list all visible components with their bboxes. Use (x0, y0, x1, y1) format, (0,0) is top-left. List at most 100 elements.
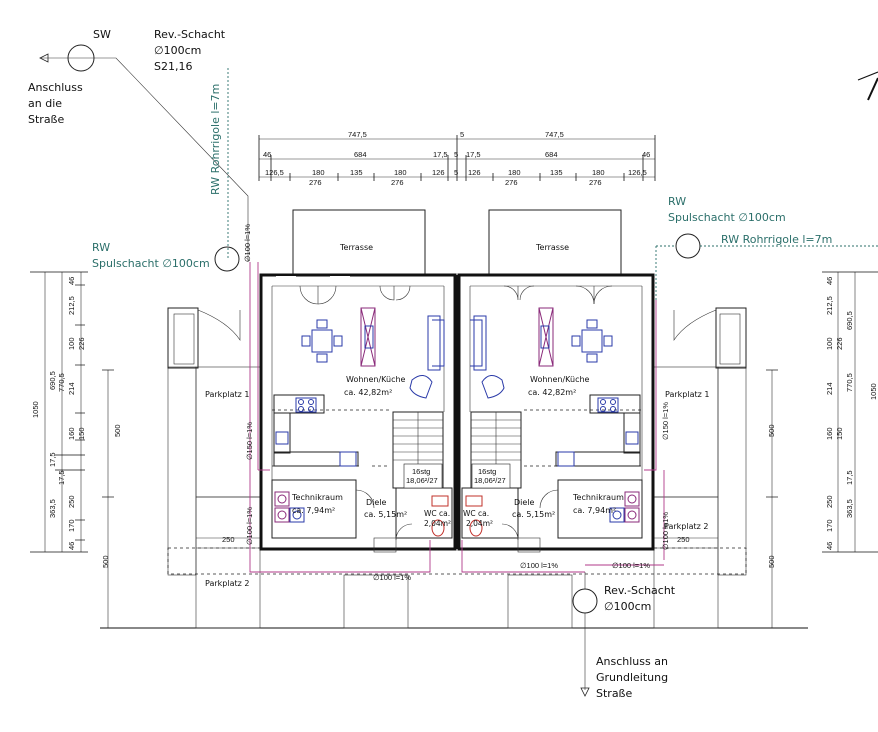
right-dimension-chains: 46 212,5 100 226 214 160 150 250 170 46 … (766, 271, 878, 628)
dim-row3-9: 135 (550, 168, 563, 177)
dim-row1-1: 747,5 (348, 130, 367, 139)
wc-label-right: WC ca. (463, 509, 489, 518)
rw-spulschacht-right-label: Spulschacht ∅100cm (668, 211, 786, 224)
anschluss-bottom-2: Grundleitung (596, 671, 668, 684)
sewer-connection-bottom: Rev.-Schacht ∅100cm Anschluss an Grundle… (572, 572, 676, 700)
dim-left-170: 170 (67, 519, 76, 532)
dim-row3b-3: 276 (505, 178, 518, 187)
dim-left-46a: 46 (67, 277, 76, 285)
rev-schacht-top-diameter: ∅100cm (154, 44, 201, 57)
anschluss-bottom-1: Anschluss an (596, 655, 668, 668)
dim-right-500a: 500 (767, 424, 776, 437)
dim-row2-3: 17,5 (433, 150, 448, 159)
dim-row3-7: 126 (468, 168, 481, 177)
dim-left-150: 150 (77, 427, 86, 440)
furniture-right (470, 307, 613, 399)
wc-area-left: 2,04m² (424, 519, 451, 528)
dim-left-46b: 46 (67, 542, 76, 550)
rw-rohrrigole-left-label: RW Rohrrigole l=7m (209, 84, 222, 195)
rainwater-right: RW Spulschacht ∅100cm RW Rohrrigole l=7m (655, 195, 878, 300)
rw-left-label: RW (92, 241, 110, 254)
dim-row3-6: 5 (454, 168, 458, 177)
dim-right-3635: 363,5 (845, 499, 854, 518)
dim-left-1050: 1050 (31, 401, 40, 418)
stairs-right: 16stg 18,06²/27 (470, 411, 522, 489)
dim-right-214: 214 (825, 382, 834, 395)
dim-left-7705: 770,5 (57, 373, 66, 392)
rev-schacht-bottom-diameter: ∅100cm (604, 600, 651, 613)
dim-left-100: 100 (67, 337, 76, 350)
technik-area-right: ca. 7,94m² (573, 506, 616, 515)
stairs-left: 16stg 18,06²/27 (392, 411, 444, 489)
dim-left-175: 17,5 (48, 452, 57, 467)
dim-row2-2: 684 (354, 150, 367, 159)
dim-row2-5: 17,5 (466, 150, 481, 159)
anschluss-label-3: Straße (28, 113, 64, 126)
parkplatz2-right: Parkplatz 2 (664, 522, 708, 531)
rw-rohrrigole-right-label: RW Rohrrigole l=7m (721, 233, 832, 246)
wohnen-label-left: Wohnen/Küche (346, 375, 406, 384)
stair-label-right: 16stg (478, 467, 496, 476)
wohnen-label-right: Wohnen/Küche (530, 375, 590, 384)
dim-right-7705: 770,5 (845, 373, 854, 392)
dim-left-175b: 17,5 (57, 470, 66, 485)
rainwater-left: RW Rohrrigole l=7m RW Spulschacht ∅100cm (92, 68, 240, 272)
dim-250-left: 250 (222, 535, 235, 544)
dim-left-226: 226 (77, 337, 86, 350)
dim-row3-11: 126,5 (628, 168, 647, 177)
dim-row3b-1: 276 (309, 178, 322, 187)
diele-area-right: ca. 5,15m² (512, 510, 555, 519)
pipe-vert-100-left: ∅100 l=1% (245, 507, 254, 545)
dim-row2-4: 5 (454, 150, 458, 159)
anschluss-label-2: an die (28, 97, 62, 110)
terraces: Terrasse Terrasse (292, 209, 622, 277)
dim-row3-8: 180 (508, 168, 521, 177)
dim-right-150: 150 (835, 427, 844, 440)
dim-row3-1: 126,5 (265, 168, 284, 177)
rev-schacht-bottom-label: Rev.-Schacht (604, 584, 676, 597)
kitchen-right (555, 394, 641, 467)
dim-right-170: 170 (825, 519, 834, 532)
room-labels: Wohnen/Küche ca. 42,82m² Wohnen/Küche ca… (291, 375, 624, 528)
dim-right-100: 100 (825, 337, 834, 350)
dim-left-2125: 212,5 (67, 296, 76, 315)
wohnen-area-right: ca. 42,82m² (528, 388, 576, 397)
rev-schacht-top-label: Rev.-Schacht (154, 28, 226, 41)
wc-area-right: 2,04m² (466, 519, 493, 528)
dim-row3-10: 180 (592, 168, 605, 177)
doors (299, 285, 613, 553)
wohnen-area-left: ca. 42,82m² (344, 388, 392, 397)
dim-left-214: 214 (67, 382, 76, 395)
pipe-label-right: ∅100 l=1% (612, 561, 650, 570)
stair-area-right: 18,06²/27 (474, 476, 506, 485)
dim-right-6905: 690,5 (845, 311, 854, 330)
stair-label-left: 16stg (412, 467, 430, 476)
dim-row3b-4: 276 (589, 178, 602, 187)
diele-label-left: Diele (366, 498, 387, 507)
diele-area-left: ca. 5,15m² (364, 510, 407, 519)
pipe-vert-100-right: ∅100 l=1% (661, 512, 670, 550)
dim-left-500b: 500 (101, 555, 110, 568)
dim-row3-4: 180 (394, 168, 407, 177)
furniture-left (301, 307, 445, 399)
anschluss-bottom-3: Straße (596, 687, 632, 700)
dim-right-250: 250 (825, 495, 834, 508)
drainage-pipes: ∅100 l=1% ∅100 l=1% ∅100 l=1% ∅100 l=1% … (243, 224, 670, 582)
pipe-label-mid: ∅100 l=1% (520, 561, 558, 570)
parkplatz1-right: Parkplatz 1 (665, 390, 709, 399)
dim-right-160: 160 (825, 427, 834, 440)
dim-row2-7: 46 (642, 150, 650, 159)
sw-label: SW (93, 28, 111, 41)
rev-schacht-top-level: S21,16 (154, 60, 192, 73)
dim-right-1050: 1050 (869, 383, 878, 400)
diele-label-right: Diele (514, 498, 535, 507)
site-parking: Parkplatz 1 Parkplatz 2 Parkplatz 1 Park… (100, 307, 808, 629)
technik-label-left: Technikraum (291, 493, 343, 502)
wc-label-left: WC ca. (424, 509, 450, 518)
sewer-connection-top-left: SW Rev.-Schacht ∅100cm S21,16 Anschluss … (28, 28, 249, 262)
dim-row3-2: 180 (312, 168, 325, 177)
dim-250-right: 250 (677, 535, 690, 544)
pipe-vert-150-left: ∅150 l=1% (245, 422, 254, 460)
stair-area-left: 18,06²/27 (406, 476, 438, 485)
